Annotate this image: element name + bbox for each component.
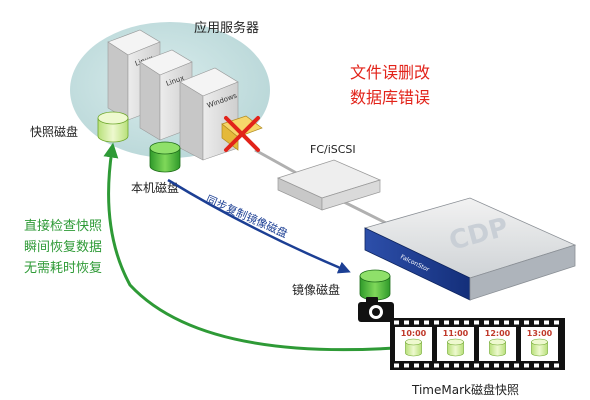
film-sprocket	[394, 320, 399, 325]
snapshot-frame-disk-top	[531, 338, 548, 346]
film-sprocket	[454, 363, 459, 368]
snapshot-frame-disk-icon	[489, 341, 506, 357]
film-sprocket	[534, 363, 539, 368]
film-sprocket	[554, 320, 559, 325]
film-sprocket	[514, 320, 519, 325]
snapshot-time-label: 11:00	[443, 329, 469, 338]
film-sprocket	[544, 363, 549, 368]
snapshot-frame-disk-top	[447, 338, 464, 346]
film-sprocket	[524, 363, 529, 368]
film-sprocket	[484, 320, 489, 325]
film-sprocket	[474, 363, 479, 368]
snapshot-time-label: 12:00	[485, 329, 511, 338]
snapshot-time-label: 10:00	[401, 329, 427, 338]
film-sprocket	[534, 320, 539, 325]
error-label-line1: 文件误删改	[350, 63, 430, 82]
error-label-line2: 数据库错误	[350, 88, 430, 107]
local-disk-icon	[149, 141, 181, 173]
film-sprocket	[514, 363, 519, 368]
mirror-disk-label: 镜像磁盘	[292, 282, 340, 297]
film-sprocket	[504, 320, 509, 325]
film-sprocket	[444, 320, 449, 325]
recovery-arrow	[103, 142, 396, 352]
camera-icon	[358, 297, 394, 322]
film-sprocket	[464, 320, 469, 325]
local-disk-label: 本机磁盘	[131, 180, 179, 195]
mirror-disk-icon	[359, 269, 391, 301]
film-sprocket	[464, 363, 469, 368]
film-sprocket	[434, 363, 439, 368]
snapshot-frame-disk-icon	[447, 341, 464, 357]
film-sprocket	[484, 363, 489, 368]
cdp-appliance: CDP FalconStor	[363, 197, 577, 301]
recovery-label-line1: 直接检查快照	[24, 218, 102, 234]
snapshot-time-label: 13:00	[527, 329, 553, 338]
recovery-label-line3: 无需耗时恢复	[24, 261, 102, 276]
film-sprocket	[544, 320, 549, 325]
snapshot-disk-icon	[97, 111, 129, 143]
film-sprocket	[474, 320, 479, 325]
film-sprocket	[524, 320, 529, 325]
film-sprocket	[424, 320, 429, 325]
fc-iscsi-switch	[277, 159, 382, 211]
fc-iscsi-label: FC/iSCSI	[310, 143, 356, 156]
film-sprocket	[494, 320, 499, 325]
film-sprocket	[434, 320, 439, 325]
film-sprocket	[394, 363, 399, 368]
server-switch-cable	[254, 148, 301, 177]
snapshot-frame-disk-top	[489, 338, 506, 346]
film-sprocket	[444, 363, 449, 368]
film-sprocket	[554, 363, 559, 368]
film-sprocket	[454, 320, 459, 325]
film-sprocket	[404, 320, 409, 325]
app-servers-label: 应用服务器	[194, 20, 259, 36]
film-sprocket	[504, 363, 509, 368]
snapshot-frame-disk-icon	[531, 341, 548, 357]
sync-copy-arrow	[167, 178, 351, 274]
recovery-label-line2: 瞬间恢复数据	[24, 240, 102, 255]
timemark-film-strip: 10:00 11:00 12:00 13:00	[390, 318, 565, 370]
timemark-label: TimeMark磁盘快照	[411, 382, 519, 397]
snapshot-frame-disk-icon	[405, 341, 422, 357]
film-sprocket	[494, 363, 499, 368]
film-sprocket	[404, 363, 409, 368]
snapshot-frame-disk-top	[405, 338, 422, 346]
film-sprocket	[414, 320, 419, 325]
snapshot-disk-label: 快照磁盘	[30, 124, 78, 139]
film-sprocket	[414, 363, 419, 368]
film-sprocket	[424, 363, 429, 368]
error-x-icon	[221, 115, 263, 152]
